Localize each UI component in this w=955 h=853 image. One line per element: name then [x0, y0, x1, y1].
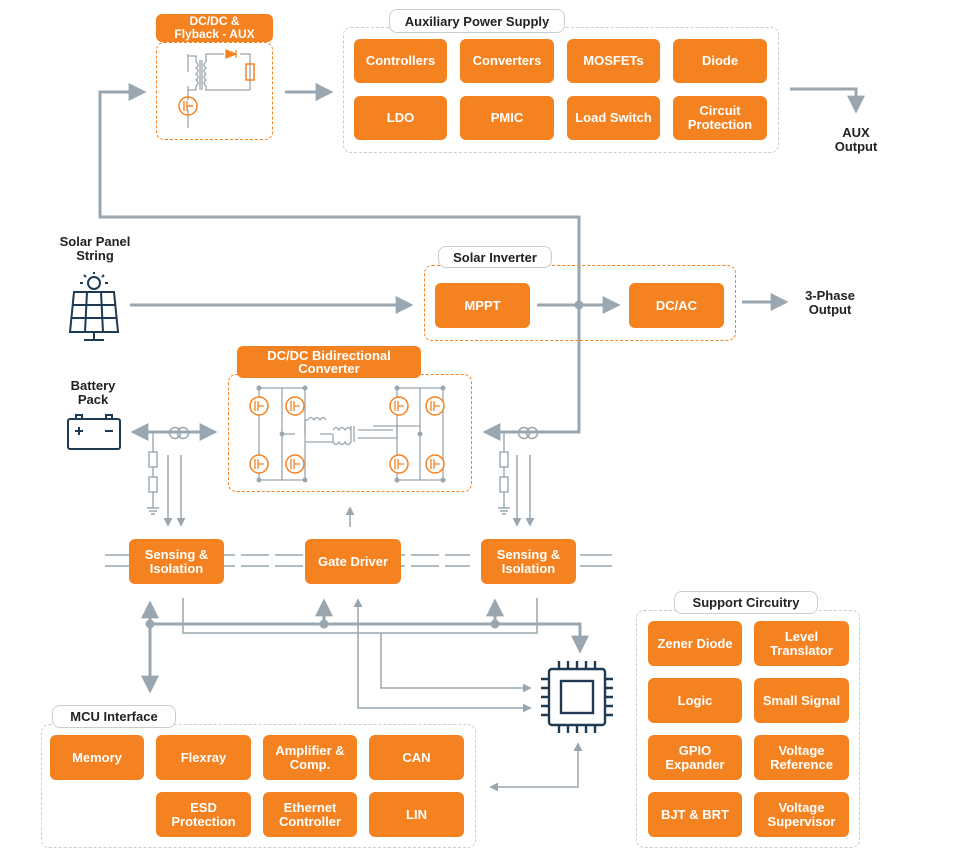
mppt-block[interactable]: MPPT: [435, 283, 530, 328]
aux-item-converters[interactable]: Converters: [460, 39, 554, 83]
support-item-voltage-reference[interactable]: Voltage Reference: [754, 735, 849, 780]
battery-icon: [67, 414, 121, 450]
current-sensor-icon: [168, 426, 539, 440]
mcu-chip-icon: [541, 661, 613, 733]
aux-supply-title: Auxiliary Power Supply: [389, 9, 565, 33]
sensing-isolation-right[interactable]: Sensing & Isolation: [481, 539, 576, 584]
flyback-title: DC/DC & Flyback - AUX: [156, 14, 273, 42]
mcu-item-flexray[interactable]: Flexray: [156, 735, 251, 780]
solar-panel-icon: [68, 272, 120, 341]
mcu-item-lin[interactable]: LIN: [369, 792, 464, 837]
mcu-item-ethernet[interactable]: Ethernet Controller: [263, 792, 357, 837]
mcu-item-esd-protection[interactable]: ESD Protection: [156, 792, 251, 837]
mcu-interface-title: MCU Interface: [52, 705, 176, 728]
bidirectional-title: DC/DC Bidirectional Converter: [237, 346, 421, 378]
three-phase-output-label: 3-Phase Output: [805, 288, 855, 317]
mcu-interface-section: [41, 724, 476, 848]
aux-item-load-switch[interactable]: Load Switch: [567, 96, 660, 140]
sensing-isolation-left[interactable]: Sensing & Isolation: [129, 539, 224, 584]
support-item-small-signal[interactable]: Small Signal: [754, 678, 849, 723]
bidirectional-schematic-icon: [249, 385, 446, 483]
flyback-schematic-icon: [178, 49, 255, 128]
support-item-voltage-supervisor[interactable]: Voltage Supervisor: [754, 792, 849, 837]
mcu-item-memory[interactable]: Memory: [50, 735, 144, 780]
dc-bus-line: [482, 305, 581, 441]
mosfet-icon: [249, 396, 445, 474]
aux-item-pmic[interactable]: PMIC: [460, 96, 554, 140]
solar-inverter-section: [424, 265, 736, 341]
mcu-item-amplifier[interactable]: Amplifier & Comp.: [263, 735, 357, 780]
solar-panel-label: Solar Panel String: [59, 234, 131, 263]
aux-feed-line: [98, 83, 581, 305]
gate-driver-block[interactable]: Gate Driver: [305, 539, 401, 584]
aux-item-controllers[interactable]: Controllers: [354, 39, 447, 83]
support-item-gpio[interactable]: GPIO Expander: [648, 735, 742, 780]
support-item-logic[interactable]: Logic: [648, 678, 742, 723]
flyback-section: [156, 42, 273, 140]
support-title: Support Circuitry: [674, 591, 818, 614]
aux-output-label: AUX Output: [834, 125, 878, 154]
support-item-zener[interactable]: Zener Diode: [648, 621, 742, 666]
support-item-level-translator[interactable]: Level Translator: [754, 621, 849, 666]
aux-item-ldo[interactable]: LDO: [354, 96, 447, 140]
dcac-block[interactable]: DC/AC: [629, 283, 724, 328]
aux-item-diode[interactable]: Diode: [673, 39, 767, 83]
support-item-bjt-brt[interactable]: BJT & BRT: [648, 792, 742, 837]
aux-to-output-arrow: [790, 87, 865, 114]
mcu-item-can[interactable]: CAN: [369, 735, 464, 780]
aux-item-circuit-protection[interactable]: Circuit Protection: [673, 96, 767, 140]
aux-item-mosfets[interactable]: MOSFETs: [567, 39, 660, 83]
battery-label: Battery Pack: [70, 378, 116, 407]
solar-inverter-title: Solar Inverter: [438, 246, 552, 268]
